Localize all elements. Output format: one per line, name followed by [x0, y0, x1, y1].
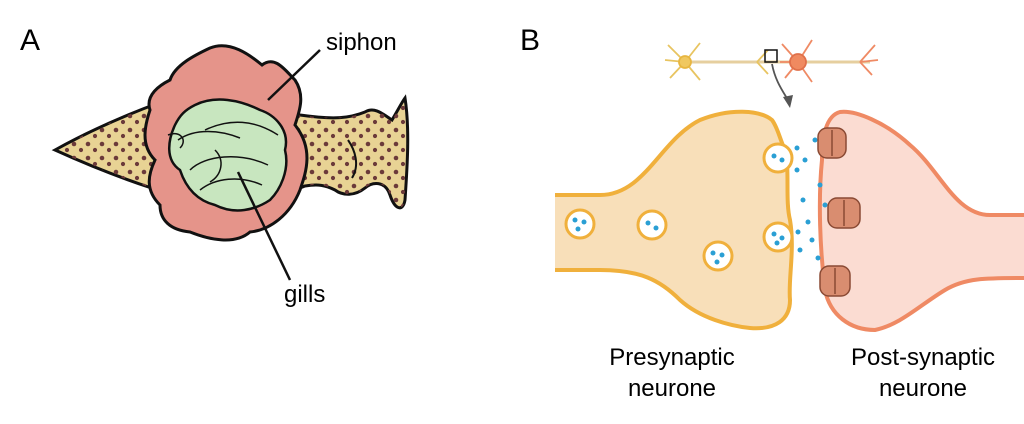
gills-shape	[167, 98, 288, 212]
zoom-arrow	[771, 63, 789, 101]
panel-b-label: B	[520, 24, 540, 57]
inset-neuron-yellow	[664, 42, 769, 81]
panel-b: B	[520, 24, 1024, 402]
receptor	[827, 197, 861, 229]
vesicle	[636, 209, 668, 241]
neuron-pair-inset	[664, 39, 879, 108]
panel-a-label: A	[20, 24, 40, 57]
postsynaptic-terminal	[817, 109, 1024, 333]
vesicle-fusing	[762, 142, 794, 174]
gills-leader-line	[236, 171, 292, 281]
vesicle	[564, 208, 596, 240]
receptors	[817, 127, 861, 297]
siphon-label: siphon	[326, 29, 397, 56]
receptor	[817, 127, 847, 159]
presynaptic-caption-line2: neurone	[628, 375, 716, 402]
siphon-leader-line	[267, 49, 321, 101]
zoom-arrowhead	[783, 95, 793, 108]
vesicle	[702, 240, 734, 272]
zoom-box	[764, 49, 778, 63]
vesicles	[564, 142, 794, 272]
postsynaptic-caption-line2: neurone	[879, 375, 967, 402]
panel-a: A siphon gills	[20, 24, 410, 308]
neurotransmitter-dots	[794, 137, 828, 261]
presynaptic-caption-line1: Presynaptic	[609, 344, 734, 371]
presynaptic-terminal	[555, 109, 794, 331]
receptor	[819, 265, 851, 297]
inset-neuron-red	[780, 39, 879, 83]
gills-label: gills	[284, 281, 325, 308]
vesicle-fusing	[762, 221, 794, 253]
postsynaptic-caption-line1: Post-synaptic	[851, 344, 995, 371]
